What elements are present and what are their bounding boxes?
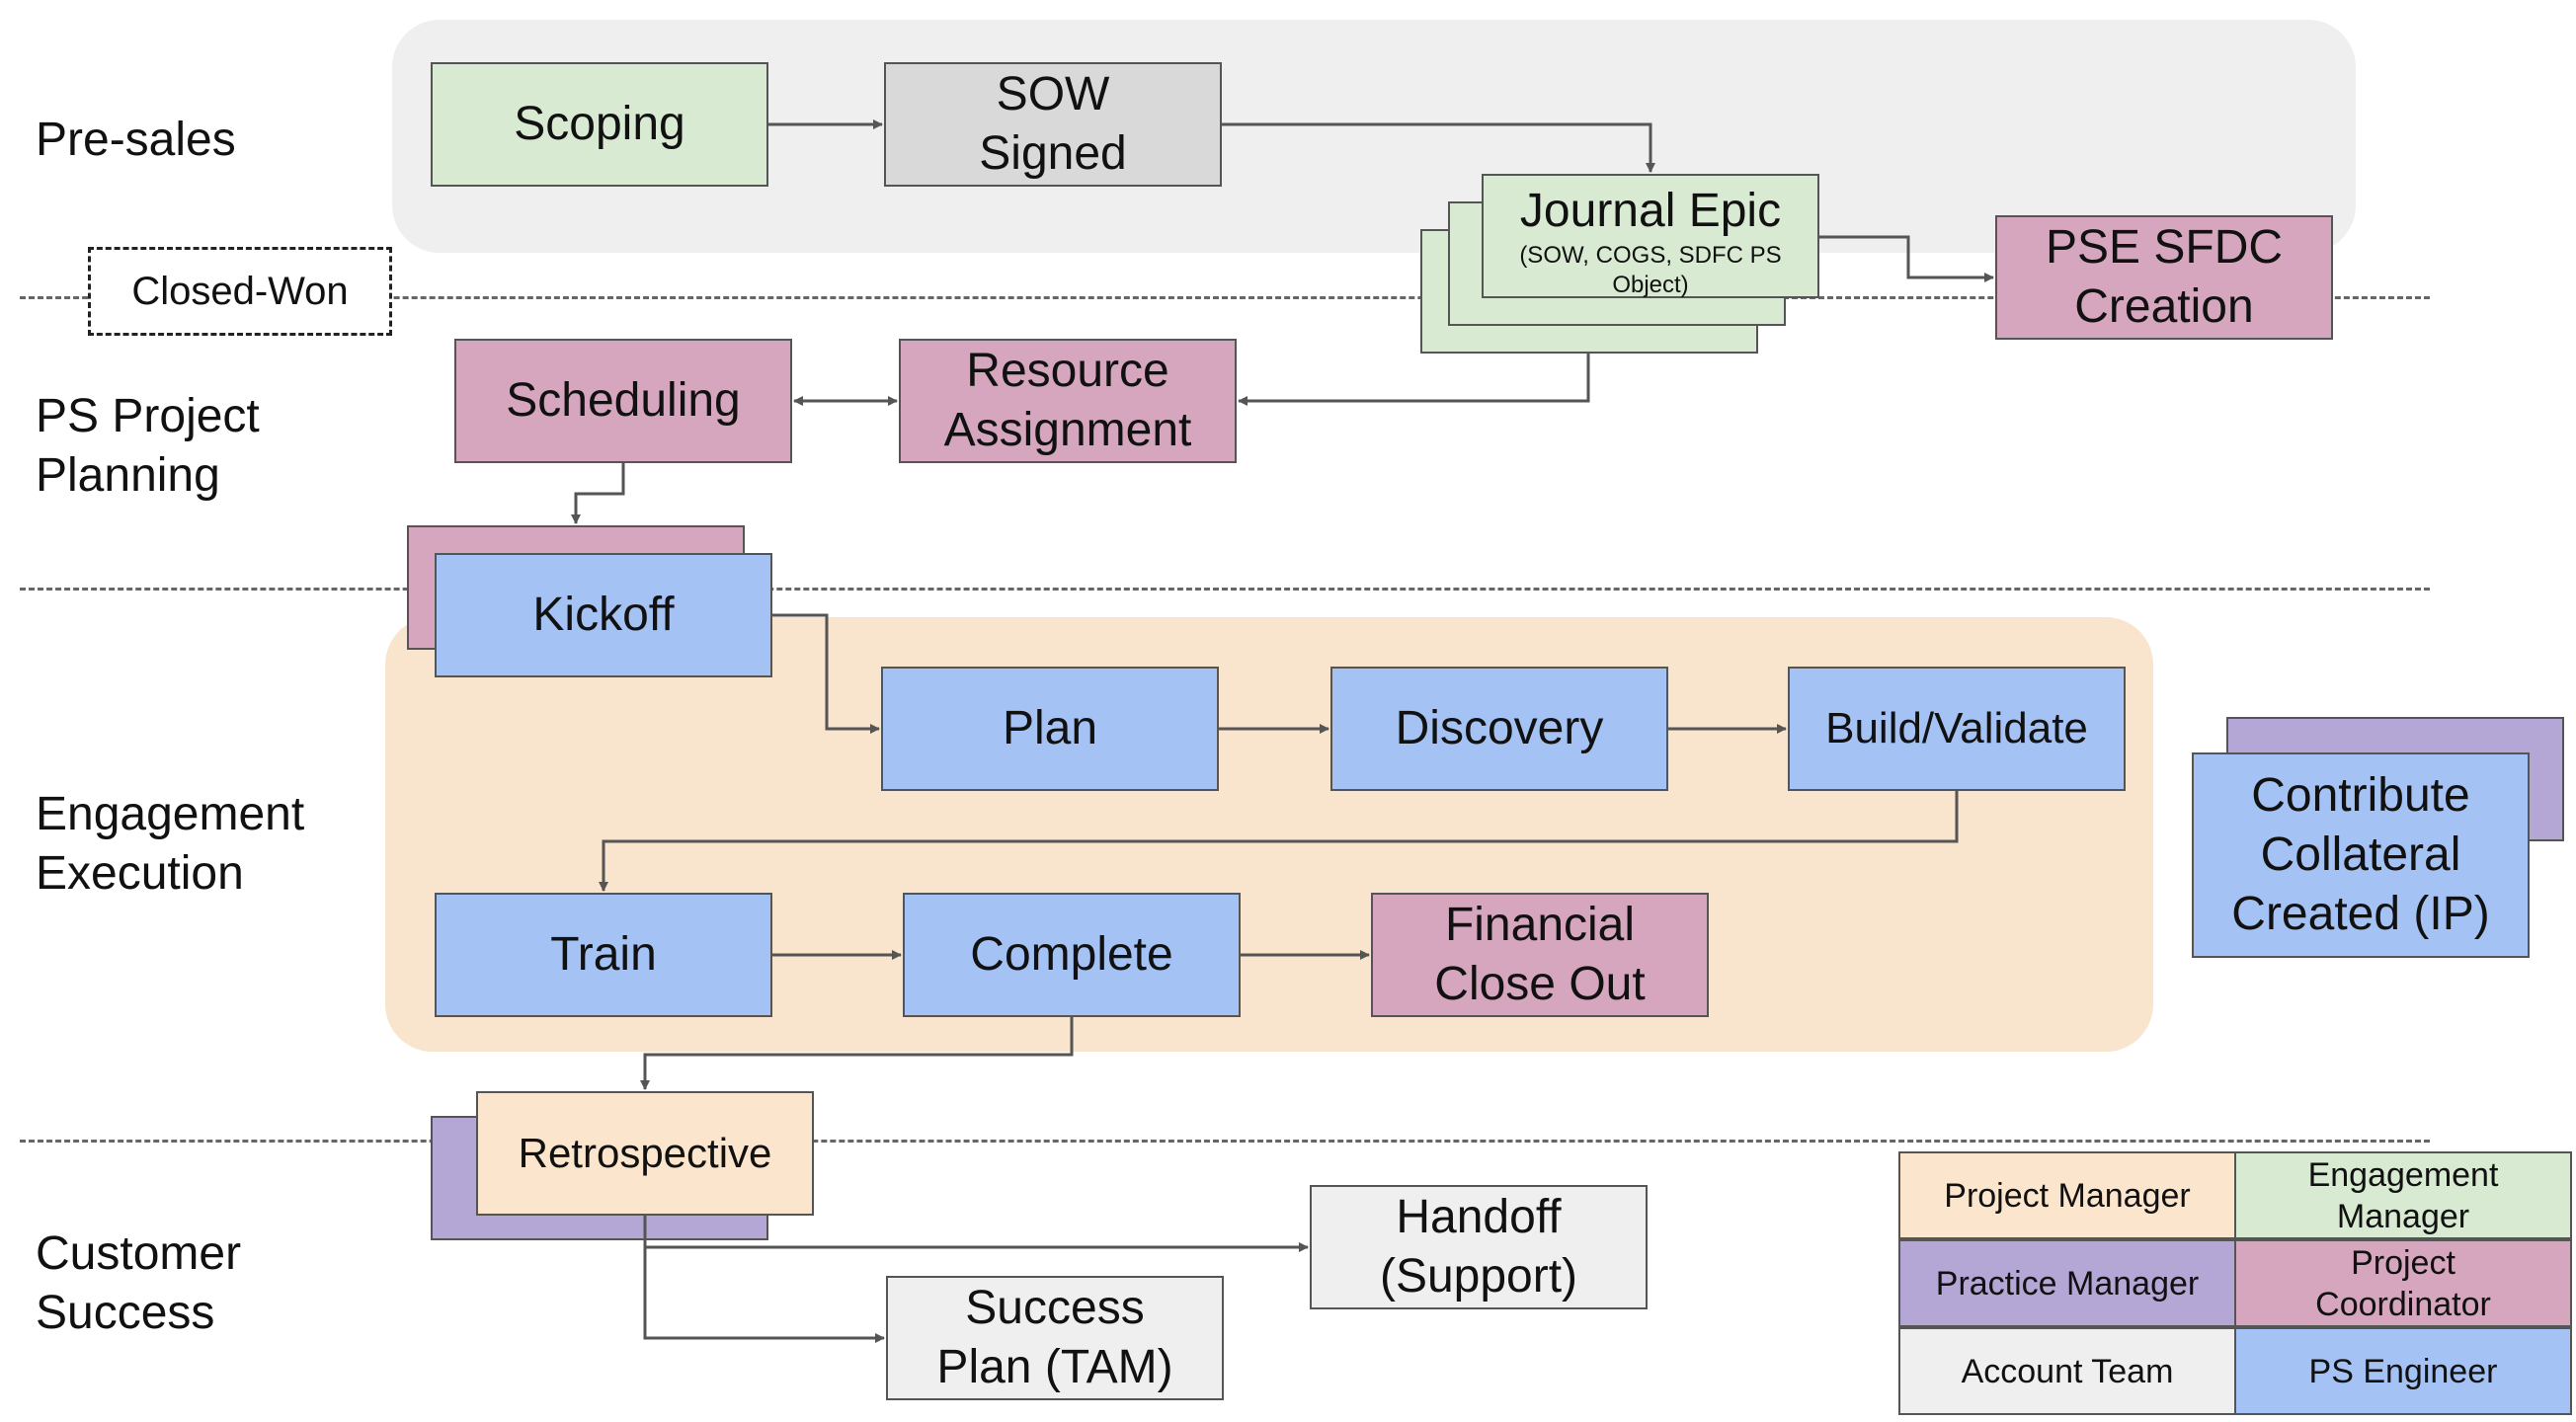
scheduling-label: Scheduling	[506, 374, 741, 427]
financial-close-out-node[interactable]: Financial Close Out	[1371, 893, 1709, 1017]
kickoff-label: Kickoff	[532, 589, 675, 641]
retrospective-node[interactable]: Retrospective	[476, 1091, 814, 1216]
lane-success: Customer Success	[36, 1227, 242, 1339]
pse-sfdc-label: PSE SFDC Creation	[2045, 221, 2284, 333]
arrow-build-to-train	[599, 791, 1959, 892]
journal-epic-label: Journal Epic	[1519, 185, 1782, 237]
arrow-kickoff-to-plan	[772, 613, 880, 734]
scoping-node[interactable]: Scoping	[431, 62, 768, 187]
complete-label: Complete	[970, 928, 1173, 981]
kickoff-node[interactable]: Kickoff	[435, 553, 772, 677]
resource-assignment-node[interactable]: Resource Assignment	[899, 339, 1237, 463]
scheduling-node[interactable]: Scheduling	[454, 339, 792, 463]
build-validate-node[interactable]: Build/Validate	[1788, 667, 2126, 791]
arrow-complete-to-retrospective	[640, 1017, 1074, 1090]
lane-planning: PS Project Planning	[36, 390, 260, 502]
legend-project-manager-label: Project Manager	[1944, 1176, 2191, 1215]
arrow-scheduling-to-kickoff	[571, 463, 625, 524]
divider-closed-won	[20, 296, 2430, 299]
contribute-collateral-node[interactable]: Contribute Collateral Created (IP)	[2192, 752, 2530, 958]
arrow-retrospective-to-success-plan	[643, 1247, 885, 1343]
closed-won-milestone: Closed-Won	[88, 247, 392, 336]
financial-close-out-label: Financial Close Out	[1434, 899, 1646, 1010]
success-plan-node[interactable]: Success Plan (TAM)	[886, 1276, 1224, 1400]
arrow-journal-epic-to-resource	[1238, 354, 1590, 406]
pse-sfdc-node[interactable]: PSE SFDC Creation	[1995, 215, 2333, 340]
journal-epic-node[interactable]: Journal Epic (SOW, COGS, SDFC PS Object)	[1482, 174, 1819, 298]
arrow-retrospective-to-handoff	[643, 1216, 1309, 1252]
legend-practice-manager-label: Practice Manager	[1935, 1264, 2200, 1303]
arrow-sow-to-journal-epic	[1222, 122, 1655, 173]
lane-presales: Pre-sales	[36, 114, 236, 166]
legend-ps-engineer: PS Engineer	[2234, 1327, 2572, 1415]
legend-ps-engineer-label: PS Engineer	[2308, 1352, 2498, 1390]
sow-signed-node[interactable]: SOW Signed	[884, 62, 1222, 187]
resource-assignment-label: Resource Assignment	[943, 345, 1192, 456]
legend-project-coordinator: Project Coordinator	[2234, 1239, 2572, 1327]
plan-label: Plan	[1002, 702, 1098, 754]
retrospective-label: Retrospective	[518, 1130, 772, 1176]
legend-account-team: Account Team	[1898, 1327, 2236, 1415]
plan-node[interactable]: Plan	[881, 667, 1219, 791]
train-label: Train	[550, 928, 657, 981]
sow-signed-label: SOW Signed	[979, 68, 1127, 180]
arrow-journal-epic-to-pse-sfdc	[1819, 235, 1994, 282]
legend-project-coordinator-label: Project Coordinator	[2315, 1243, 2491, 1323]
closed-won-label: Closed-Won	[131, 269, 349, 313]
success-plan-label: Success Plan (TAM)	[936, 1282, 1173, 1393]
train-node[interactable]: Train	[435, 893, 772, 1017]
complete-node[interactable]: Complete	[903, 893, 1241, 1017]
handoff-support-node[interactable]: Handoff (Support)	[1310, 1185, 1648, 1309]
discovery-node[interactable]: Discovery	[1330, 667, 1668, 791]
journal-epic-sublabel: (SOW, COGS, SDFC PS Object)	[1519, 242, 1782, 298]
legend-practice-manager: Practice Manager	[1898, 1239, 2236, 1327]
scoping-label: Scoping	[514, 98, 685, 150]
handoff-support-label: Handoff (Support)	[1379, 1191, 1578, 1303]
contribute-collateral-label: Contribute Collateral Created (IP)	[2231, 769, 2490, 940]
lane-execution: Engagement Execution	[36, 788, 305, 900]
build-validate-label: Build/Validate	[1825, 704, 2088, 752]
divider-planning	[20, 588, 2430, 591]
legend-engagement-manager: Engagement Manager	[2234, 1151, 2572, 1239]
legend-account-team-label: Account Team	[1961, 1352, 2174, 1390]
discovery-label: Discovery	[1395, 702, 1604, 754]
legend-engagement-manager-label: Engagement Manager	[2307, 1155, 2499, 1235]
divider-execution	[20, 1140, 2430, 1143]
